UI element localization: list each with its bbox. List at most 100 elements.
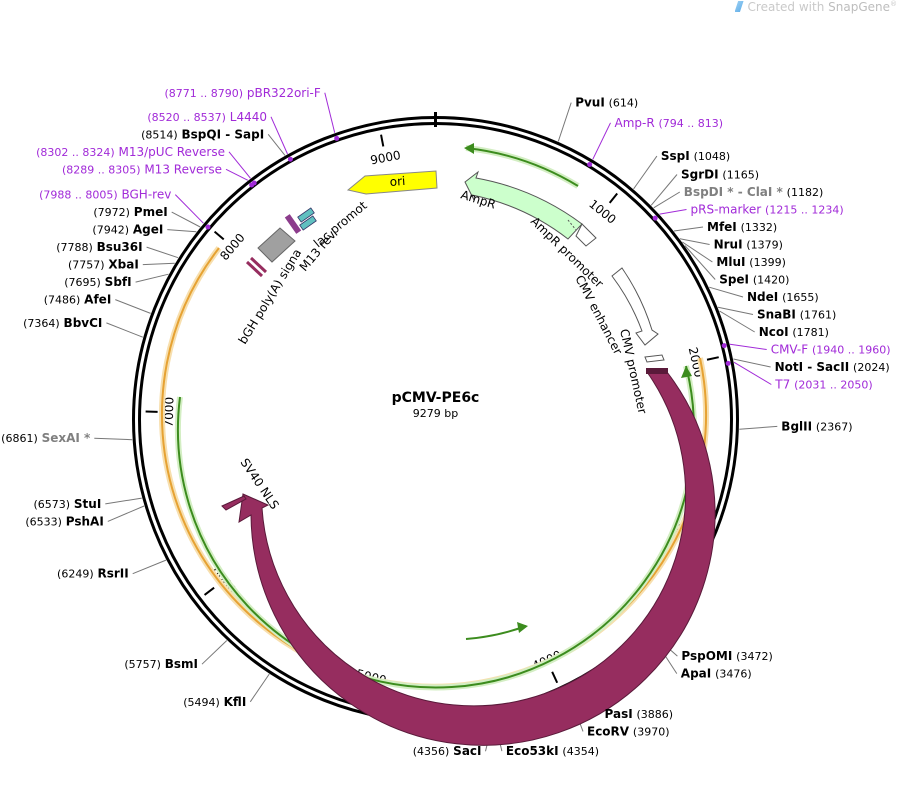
sv40-nls-feature[interactable] [221, 495, 247, 511]
scale-tick-label: 8000 [217, 231, 247, 263]
plasmid-size: 9279 bp [413, 407, 458, 420]
cmv-promoter-feature[interactable] [644, 354, 665, 363]
primer-label[interactable]: Amp-R (794 .. 813) [615, 116, 724, 130]
enzyme-leader [650, 174, 678, 206]
enzyme-label[interactable]: NcoI (1781) [759, 325, 829, 339]
watermark-brand: SnapGene [828, 0, 890, 14]
primer-leader [659, 209, 687, 215]
green-top-arc [465, 147, 579, 187]
cas9-label: Cas9 [494, 598, 527, 622]
enzyme-label[interactable]: Eco53kI (4354) [506, 744, 599, 758]
enzyme-label[interactable]: SgrDI (1165) [681, 168, 759, 182]
enzyme-leader [679, 238, 710, 245]
ori-feature[interactable] [346, 170, 438, 195]
enzyme-label[interactable]: (7972) PmeI [93, 205, 167, 219]
enzyme-label[interactable]: SnaBI (1761) [757, 308, 836, 322]
enzyme-label[interactable]: SspI (1048) [661, 149, 730, 163]
enzyme-leader [142, 262, 175, 266]
enzyme-label[interactable]: NruI (1379) [714, 238, 783, 252]
cas9-feature[interactable] [238, 371, 716, 746]
primer-label[interactable]: (7988 .. 8005) BGH-rev [39, 188, 171, 202]
enzyme-leader [557, 102, 572, 142]
green-top-arrow [464, 143, 474, 154]
enzyme-label[interactable]: NotI - SacII (2024) [775, 360, 890, 374]
enzyme-leader [653, 191, 681, 209]
enzyme-label[interactable]: (7364) BbvCI [23, 316, 102, 330]
primer-site-mark [721, 343, 727, 349]
enzyme-leader [135, 273, 169, 283]
primer-leader [174, 194, 204, 224]
enzyme-label[interactable]: (7942) AgeI [92, 223, 163, 237]
primer-label[interactable]: (8771 .. 8790) pBR322ori-F [164, 86, 320, 100]
enzyme-label[interactable]: (6573) StuI [34, 497, 102, 511]
primer-site-mark [249, 182, 255, 188]
primer-leader [592, 122, 611, 160]
site-labels: PvuI (614) Amp-R (794 .. 813) SspI (1048) S… [1, 86, 890, 758]
primer-label[interactable]: T7 (2031 .. 2050) [774, 378, 872, 392]
snapgene-logo-icon [734, 1, 744, 12]
scale-tick-label: 9000 [369, 148, 402, 167]
enzyme-leader [717, 306, 754, 315]
primer-label[interactable]: CMV-F (1940 .. 1960) [771, 343, 891, 357]
green-inner-arrow [517, 622, 528, 633]
primer-label[interactable]: (8520 .. 8537) L4440 [147, 110, 267, 124]
enzyme-label[interactable]: (7695) SbfI [64, 275, 131, 289]
enzyme-label[interactable]: MluI (1399) [716, 255, 785, 269]
enzyme-leader [201, 640, 228, 665]
scale-tick [380, 134, 385, 147]
enzyme-label[interactable]: (6249) RsrII [57, 567, 129, 581]
primer-label[interactable]: (8289 .. 8305) M13 Reverse [62, 162, 222, 176]
primer-label[interactable]: (8302 .. 8324) M13/pUC Reverse [36, 145, 225, 159]
primer-site-mark [287, 156, 293, 162]
enzyme-label[interactable]: MfeI (1332) [707, 220, 777, 234]
enzyme-label[interactable]: BglII (2367) [781, 419, 852, 433]
ampr-promoter-feature[interactable] [575, 223, 597, 247]
scale-tick [706, 356, 719, 361]
enzyme-label[interactable]: BspDI * - ClaI * (1182) [684, 185, 823, 199]
primer-site-mark [334, 135, 340, 141]
enzyme-label[interactable]: (7757) XbaI [68, 258, 139, 272]
enzyme-label[interactable]: (6861) SexAI * [1, 431, 91, 445]
primer-leader [270, 116, 288, 155]
enzyme-label[interactable]: (5494) KflI [183, 695, 246, 709]
bgh-primer-marks [245, 256, 268, 278]
enzyme-label[interactable]: PasI (3886) [605, 707, 674, 721]
enzyme-label[interactable]: (7788) Bsu36I [56, 240, 142, 254]
ampr-feature[interactable] [464, 170, 583, 240]
primer-site-mark [205, 224, 211, 230]
enzyme-label[interactable]: PspOMI (3472) [681, 649, 772, 663]
enzyme-label[interactable]: SpeI (1420) [719, 273, 789, 287]
enzyme-leader [682, 241, 713, 263]
enzyme-leader [115, 299, 151, 314]
primer-leader [729, 343, 767, 350]
primer-label[interactable]: pRS-marker (1215 .. 1234) [691, 203, 844, 217]
lac-m13-marks [284, 207, 317, 234]
enzyme-leader [167, 229, 197, 233]
enzyme-label[interactable]: (5757) BsmI [124, 657, 198, 671]
enzyme-label[interactable]: (6533) PshAI [25, 514, 103, 528]
scale-tick [608, 192, 618, 204]
enzyme-label[interactable]: EcoRV (3970) [587, 724, 670, 738]
enzyme-label[interactable]: (4356) SacI [413, 744, 482, 758]
enzyme-label[interactable]: PvuI (614) [575, 96, 638, 110]
enzyme-label[interactable]: (7486) AfeI [44, 293, 112, 307]
primer-leader [225, 168, 249, 181]
enzyme-leader [132, 559, 167, 575]
enzyme-label[interactable]: NdeI (1655) [747, 290, 819, 304]
enzyme-leader [684, 245, 716, 280]
enzyme-label[interactable]: (8514) BspQI - SapI [141, 127, 264, 141]
cas9-start-block [646, 368, 668, 374]
enzyme-leader [733, 358, 771, 368]
enzyme-leader [249, 673, 270, 703]
enzyme-leader [267, 133, 286, 156]
primer-leader [228, 151, 251, 179]
cmv-enhancer-feature[interactable] [611, 267, 659, 346]
enzyme-leader [709, 286, 744, 298]
snapgene-watermark: Created with SnapGene® [734, 0, 897, 14]
scale-tick [213, 230, 225, 241]
enzyme-leader [146, 246, 179, 259]
enzyme-label[interactable]: ApaI (3476) [681, 667, 752, 681]
bgh-polya-feature[interactable] [257, 227, 296, 263]
enzyme-leader [171, 211, 201, 228]
